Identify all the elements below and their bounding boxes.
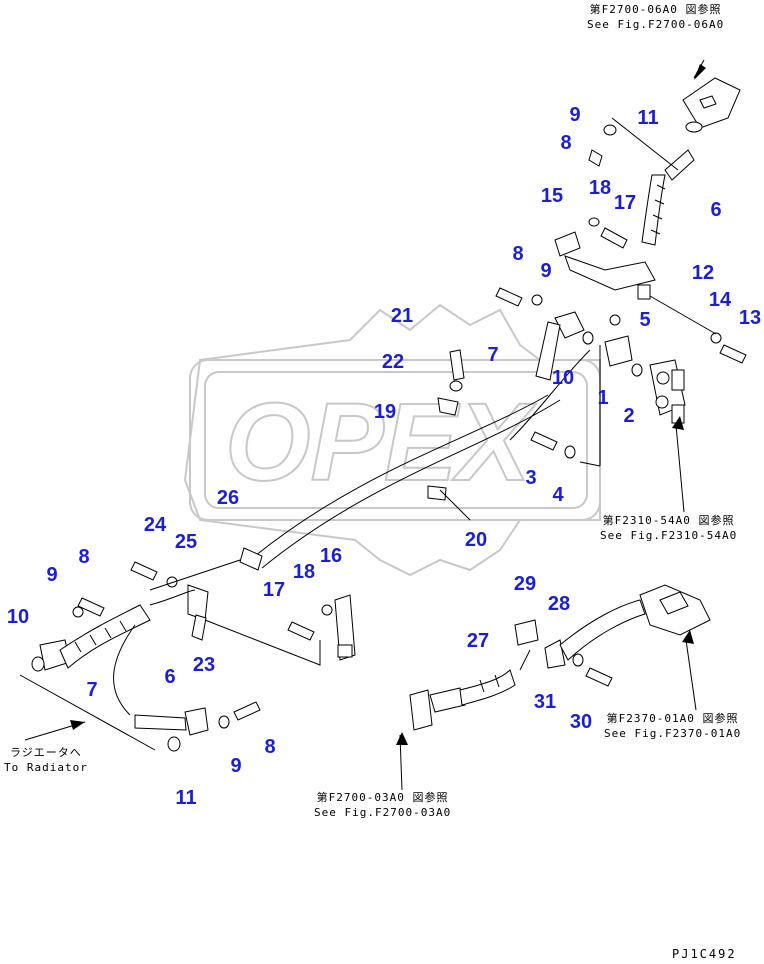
reference-en: See Fig.F2700-03A0	[314, 806, 452, 819]
callout-9a: 9	[569, 104, 581, 126]
callout-19: 19	[373, 401, 397, 423]
callout-6b: 6	[164, 666, 176, 688]
reference-radiator: ラジエータへ To Radiator	[4, 745, 88, 775]
reference-en: See Fig.F2700-06A0	[587, 18, 725, 31]
callout-10a: 10	[551, 367, 575, 389]
callout-29: 29	[513, 573, 537, 595]
callout-21: 21	[390, 305, 414, 327]
reference-f2700-03a0: 第F2700-03A0 図参照 See Fig.F2700-03A0	[314, 790, 451, 820]
callout-6a: 6	[710, 199, 722, 221]
callout-27: 27	[466, 630, 490, 652]
callout-8b: 8	[512, 243, 524, 265]
callout-11b: 11	[175, 787, 197, 809]
callout-10b: 10	[6, 606, 30, 628]
callout-31: 31	[533, 691, 557, 713]
reference-jp: 第F2700-03A0 図参照	[316, 791, 449, 804]
watermark-logo: OPEX	[183, 303, 601, 577]
callout-25: 25	[174, 531, 198, 553]
callout-14: 14	[708, 289, 732, 311]
reference-jp: ラジエータへ	[10, 746, 82, 759]
callout-17a: 17	[613, 192, 637, 214]
callout-20: 20	[464, 529, 488, 551]
callout-9c: 9	[46, 564, 58, 586]
callout-30: 30	[569, 711, 593, 733]
reference-en: See Fig.F2310-54A0	[600, 529, 738, 542]
callout-26: 26	[216, 487, 240, 509]
callout-5: 5	[639, 309, 651, 331]
callout-11a: 11	[637, 107, 659, 129]
callout-8a: 8	[560, 132, 572, 154]
top-right-bracket	[682, 77, 741, 133]
reference-f2310-54a0: 第F2310-54A0 図参照 See Fig.F2310-54A0	[600, 513, 737, 543]
reference-f2370-01a0: 第F2370-01A0 図参照 See Fig.F2370-01A0	[604, 711, 741, 741]
callout-13: 13	[738, 307, 762, 329]
callout-16: 16	[319, 545, 343, 567]
reference-jp: 第F2700-06A0 図参照	[589, 3, 722, 16]
callout-4: 4	[552, 484, 564, 506]
callout-23: 23	[192, 654, 216, 676]
callout-18b: 18	[292, 561, 316, 583]
reference-jp: 第F2370-01A0 図参照	[606, 712, 739, 725]
drawing-code: PJ1C492	[672, 947, 737, 961]
callout-8d: 8	[264, 736, 276, 758]
callout-17b: 17	[262, 579, 286, 601]
callout-22: 22	[381, 351, 405, 373]
callout-2: 2	[623, 405, 635, 427]
callout-1: 1	[597, 387, 609, 409]
reference-jp: 第F2310-54A0 図参照	[602, 514, 735, 527]
reference-en: To Radiator	[4, 761, 88, 774]
callout-8c: 8	[78, 546, 90, 568]
callout-28: 28	[547, 593, 571, 615]
callout-15: 15	[540, 185, 564, 207]
reference-en: See Fig.F2370-01A0	[604, 727, 742, 740]
callout-18a: 18	[588, 177, 612, 199]
callout-24: 24	[143, 514, 167, 536]
callout-3: 3	[525, 467, 537, 489]
callout-12: 12	[691, 262, 715, 284]
callout-9b: 9	[540, 260, 552, 282]
watermark-text: OPEX	[225, 381, 536, 504]
reference-f2700-06a0: 第F2700-06A0 図参照 See Fig.F2700-06A0	[587, 2, 724, 32]
callout-7b: 7	[86, 679, 98, 701]
callout-7a: 7	[487, 344, 499, 366]
callout-9d: 9	[230, 755, 242, 777]
